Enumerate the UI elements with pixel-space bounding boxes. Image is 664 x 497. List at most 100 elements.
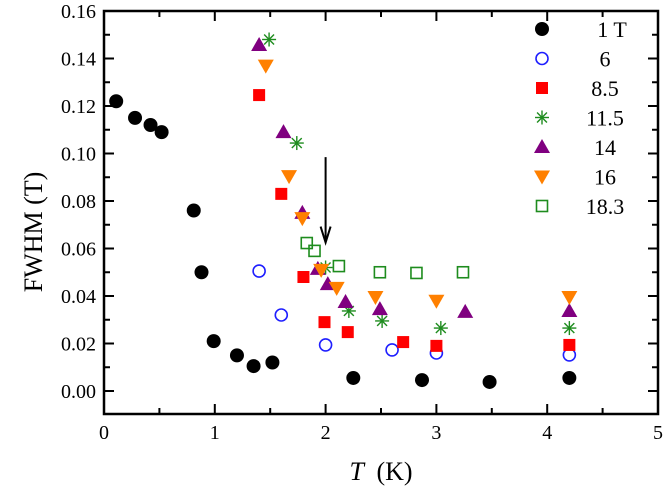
data-point [346,370,361,385]
x-tick-label: 3 [431,422,441,444]
x-tick-label: 0 [99,422,109,444]
y-axis-ticks: 0.00 0.02 0.04 0.06 0.08 0.10 0.12 0.14 0.16 [61,1,658,403]
data-point [297,271,310,283]
y-tick-label: 0.16 [61,1,96,23]
y-axis-label: FWHM (T) [19,172,48,293]
x-axis-label-unit: (K) [376,457,412,486]
data-point [318,338,333,352]
data-point [128,110,143,125]
annotations [319,157,332,246]
legend-item: 11.5 [535,106,624,131]
legend-marker-icon [535,51,549,66]
legend-label: 18.3 [586,194,625,219]
data-point [308,244,321,258]
data-point [375,313,390,328]
x-tick-label: 5 [653,422,663,444]
data-point [433,321,448,336]
legend-item: 1 T [535,17,627,42]
legend-label: 8.5 [591,76,619,101]
x-axis-label-symbol: T [349,457,365,486]
data-point [186,203,201,218]
x-tick-label: 1 [210,422,220,444]
legend-item: 14 [534,135,616,160]
y-tick-label: 0.00 [61,381,96,403]
y-tick-label: 0.02 [61,334,96,356]
legend-label: 6 [600,47,611,72]
legend-marker-icon [534,139,550,153]
legend-item: 16 [534,165,616,190]
y-tick-label: 0.06 [61,239,96,261]
legend: 1 T 6 8.5 11.5 14 16 18.3 [534,17,627,219]
legend-item: 8.5 [536,76,619,101]
series-6 [252,264,577,362]
series-11-5 [262,32,577,336]
data-point [385,343,399,357]
data-point [430,339,443,352]
data-point [246,359,261,374]
data-point [561,290,578,305]
series-18-3 [300,236,470,280]
data-point [457,303,474,318]
legend-label: 1 T [597,17,627,42]
x-axis-ticks: 0 1 2 3 4 5 [99,11,663,444]
data-point [257,59,274,74]
legend-item: 18.3 [535,194,625,219]
data-point [265,355,280,370]
data-point [300,236,314,250]
arrow-annotation [319,157,332,246]
legend-label: 16 [594,165,616,190]
legend-marker-icon [535,110,549,125]
data-point [275,124,292,139]
data-point [109,94,124,109]
data-point [414,373,429,388]
series-1-t [109,94,577,389]
data-point [371,301,388,316]
legend-label: 11.5 [586,106,624,131]
data-point [252,264,266,278]
data-point [251,36,268,51]
data-point [337,293,354,308]
data-points [109,32,578,389]
data-point [154,125,169,140]
data-point [206,334,221,349]
data-point [373,265,387,279]
data-point [563,338,576,351]
data-point [561,302,578,317]
data-point [456,265,470,279]
y-tick-label: 0.04 [61,286,96,308]
data-point [313,263,330,278]
data-point [410,266,423,280]
y-tick-label: 0.10 [61,144,96,166]
data-point [275,187,288,200]
data-point [332,259,346,273]
data-point [262,32,277,47]
data-point [341,326,354,339]
series-16 [257,59,578,309]
legend-marker-icon [535,22,549,36]
legend-item: 6 [535,47,611,72]
series-8-5 [253,89,576,352]
data-point [253,89,266,102]
legend-label: 14 [594,135,616,160]
data-point [428,294,445,309]
data-point [294,212,311,227]
data-point [289,136,304,151]
x-axis-label: T (K) [349,457,412,486]
legend-marker-icon [535,199,549,213]
legend-marker-icon [534,170,550,185]
data-point [318,316,331,329]
y-tick-label: 0.12 [61,96,96,118]
data-point [328,281,345,296]
data-point [482,374,497,389]
x-tick-label: 4 [542,422,552,444]
data-point [562,321,577,336]
data-point [367,290,384,305]
data-point [194,265,209,280]
data-point [397,336,410,349]
data-point [281,170,298,185]
y-tick-label: 0.08 [61,191,96,213]
y-tick-label: 0.14 [61,49,96,71]
x-tick-label: 2 [321,422,331,444]
legend-marker-icon [536,82,548,94]
